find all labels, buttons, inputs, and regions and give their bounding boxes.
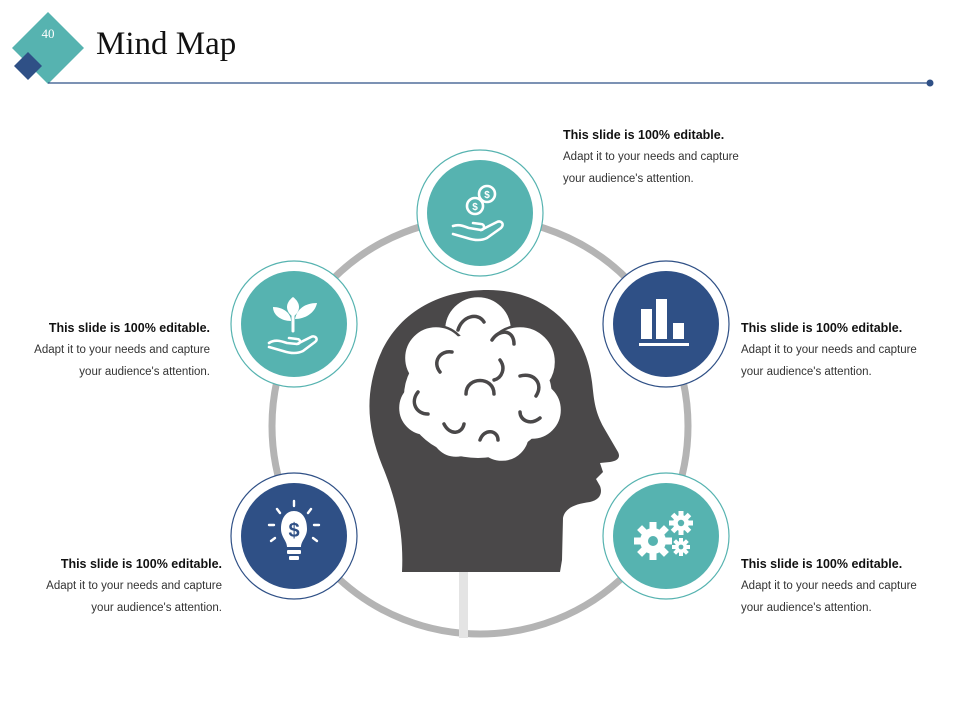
- dollar-bulb-icon: $: [267, 499, 321, 560]
- ring-neck-gap: [459, 560, 468, 638]
- money-hand-icon: [451, 184, 504, 242]
- header-graphics: [12, 12, 934, 87]
- text-block-top: This slide is 100% editable. Adapt it to…: [563, 124, 763, 190]
- brain-icon: [396, 294, 564, 464]
- body-line: Adapt it to your needs and capture: [741, 580, 917, 592]
- node-top: $$: [416, 149, 544, 277]
- body-line: Adapt it to your needs and capture: [46, 580, 222, 592]
- body-line: Adapt it to your needs and capture: [563, 151, 739, 163]
- slide-number: 40: [41, 26, 55, 41]
- slide-number-box: 40: [12, 12, 84, 84]
- body-line: Adapt it to your needs and capture: [34, 344, 210, 356]
- node-lower-left: $: [230, 472, 358, 600]
- brain-folds: [412, 314, 542, 442]
- body-line: your audience's attention.: [741, 366, 872, 378]
- node-upper-right: [602, 260, 730, 388]
- gears-icon: [634, 511, 693, 560]
- svg-text:$: $: [472, 202, 478, 213]
- svg-text:$: $: [288, 520, 299, 542]
- accent-diamond: [14, 52, 42, 80]
- body-line: your audience's attention.: [563, 173, 694, 185]
- page-title: Mind Map: [96, 26, 237, 62]
- body-line: Adapt it to your needs and capture: [741, 344, 917, 356]
- body-line: your audience's attention.: [79, 366, 210, 378]
- plant-hand-icon: [267, 297, 318, 355]
- text-block-lower-right: This slide is 100% editable. Adapt it to…: [741, 553, 941, 619]
- node-lower-right: [602, 472, 730, 600]
- heading: This slide is 100% editable.: [563, 128, 725, 142]
- header-rule-dot: [926, 79, 934, 87]
- bar-chart-icon: [639, 299, 689, 346]
- heading: This slide is 100% editable.: [48, 321, 210, 335]
- text-block-lower-left: This slide is 100% editable. Adapt it to…: [22, 553, 222, 619]
- heading: This slide is 100% editable.: [741, 321, 903, 335]
- heading: This slide is 100% editable.: [60, 557, 222, 571]
- body-line: your audience's attention.: [91, 602, 222, 614]
- body-line: your audience's attention.: [741, 602, 872, 614]
- node-upper-left: [230, 260, 358, 388]
- text-block-upper-left: This slide is 100% editable. Adapt it to…: [10, 317, 210, 383]
- svg-text:$: $: [484, 190, 490, 201]
- text-block-upper-right: This slide is 100% editable. Adapt it to…: [741, 317, 941, 383]
- heading: This slide is 100% editable.: [741, 557, 903, 571]
